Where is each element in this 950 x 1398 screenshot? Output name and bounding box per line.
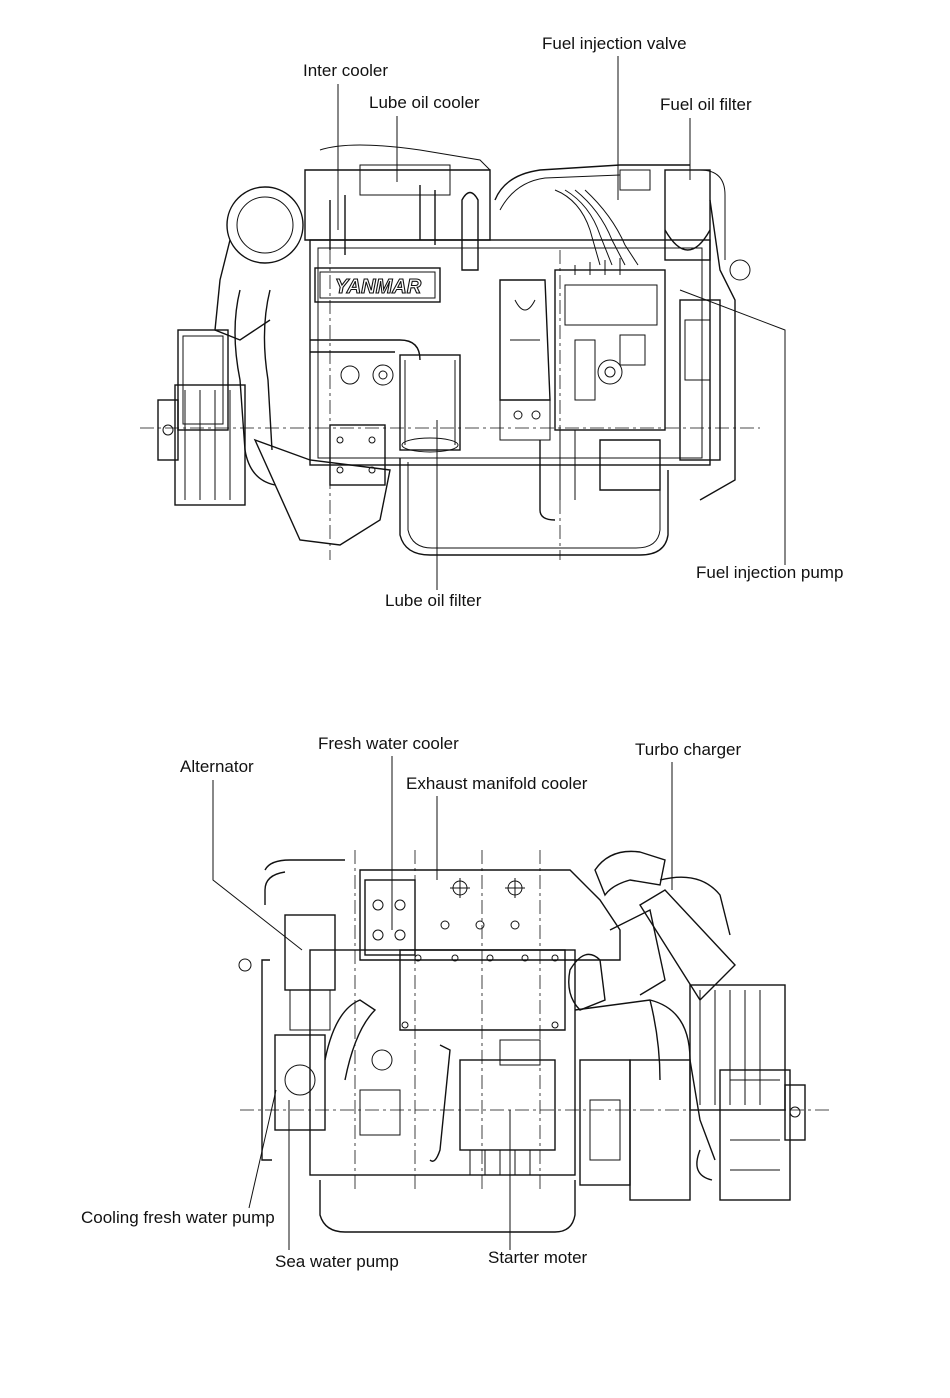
label-alternator: Alternator <box>180 757 254 777</box>
label-sea-water-pump: Sea water pump <box>275 1252 399 1272</box>
yanmar-logo-text: YANMAR <box>335 276 422 298</box>
label-cooling-fresh-water-pump: Cooling fresh water pump <box>81 1208 275 1228</box>
label-starter-moter: Starter moter <box>488 1248 587 1268</box>
label-turbo-charger: Turbo charger <box>635 740 741 760</box>
label-fuel-injection-valve: Fuel injection valve <box>542 34 687 54</box>
label-lube-oil-cooler: Lube oil cooler <box>369 93 480 113</box>
label-fuel-oil-filter: Fuel oil filter <box>660 95 752 115</box>
label-exhaust-manifold-cooler: Exhaust manifold cooler <box>406 774 587 794</box>
label-inter-cooler: Inter cooler <box>303 61 388 81</box>
label-fresh-water-cooler: Fresh water cooler <box>318 734 459 754</box>
label-fuel-injection-pump: Fuel injection pump <box>696 563 843 583</box>
label-lube-oil-filter: Lube oil filter <box>385 591 481 611</box>
